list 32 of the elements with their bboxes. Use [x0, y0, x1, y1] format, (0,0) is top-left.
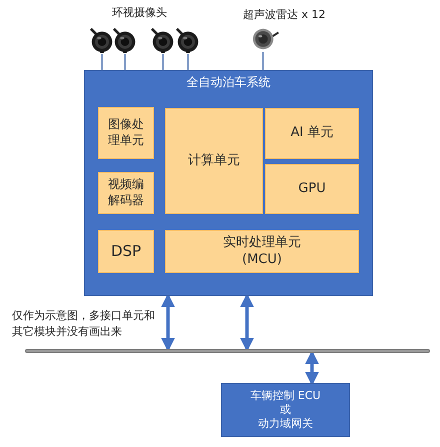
box-label: 视频编解码器	[107, 177, 145, 209]
box-title: 全自动泊车系统	[186, 75, 270, 91]
note-text: 仅作为示意图，多接口单元和其它模块并没有画出来	[12, 308, 156, 340]
module-box	[165, 230, 359, 273]
connector-line	[262, 52, 264, 70]
module-box	[98, 172, 154, 214]
module-box	[265, 108, 359, 159]
system-box	[221, 383, 350, 437]
arrow	[305, 350, 319, 386]
box-label: DSP	[110, 242, 142, 262]
connector-line	[162, 54, 164, 70]
box-label: GPU	[298, 180, 326, 198]
arrow	[240, 293, 254, 352]
box-label: 或	[280, 402, 291, 418]
connector-line	[124, 54, 126, 70]
system-box	[84, 70, 373, 296]
box-label: AI 单元	[290, 125, 334, 142]
box-label: 图像处理单元	[107, 117, 145, 149]
camera-caption: 环视摄像头	[112, 5, 167, 21]
module-box	[98, 230, 154, 273]
connector-line	[101, 54, 103, 70]
sensor-caption: 超声波雷达 x 12	[243, 7, 326, 23]
module-box	[265, 164, 359, 214]
connector-line	[187, 54, 189, 70]
box-label: 动力域网关	[258, 417, 313, 432]
module-box	[165, 108, 263, 214]
box-label: 计算单元	[188, 152, 240, 170]
arrow	[161, 293, 175, 352]
bus-bar	[25, 349, 430, 353]
module-box	[98, 107, 154, 159]
box-label: 实时处理单元 (MCU)	[222, 234, 302, 268]
box-label: 车辆控制 ECU	[250, 388, 321, 403]
